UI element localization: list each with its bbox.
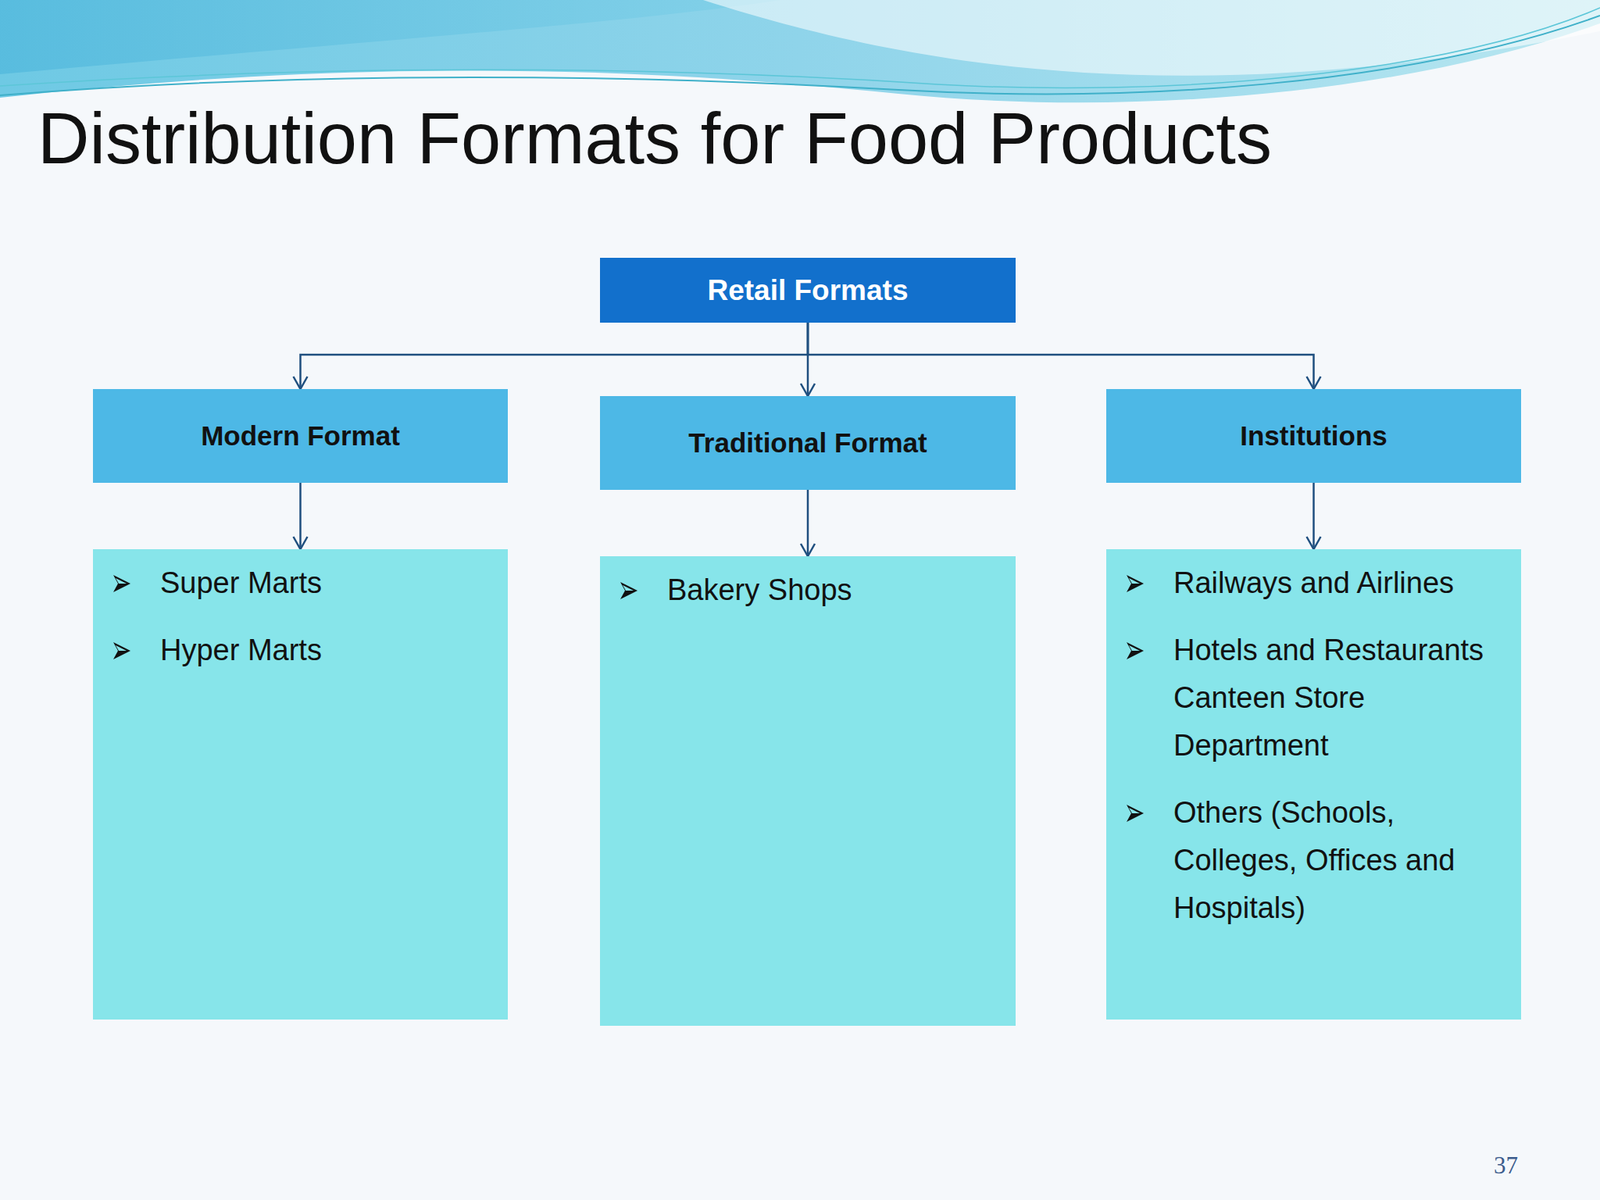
arrow-bullet xyxy=(112,574,132,593)
category-box: Institutions xyxy=(1106,389,1522,483)
list-item-text: Bakery Shops xyxy=(667,566,1007,615)
arrow-bullet xyxy=(1125,641,1145,661)
slide-title: Distribution Formats for Food Products xyxy=(37,95,1272,182)
category-label: Traditional Format xyxy=(688,427,927,459)
bullet-item: Railways and Airlines xyxy=(1106,559,1512,608)
wave-band xyxy=(0,0,1600,103)
page-number: 37 xyxy=(1493,1151,1518,1180)
list-box: Railways and AirlinesHotels and Restaura… xyxy=(1106,549,1522,1020)
connector-arrow xyxy=(1307,482,1322,550)
root-box: Retail Formats xyxy=(600,257,1016,323)
list-item-text: Super Marts xyxy=(160,559,499,608)
category-box: Traditional Format xyxy=(600,396,1016,490)
bullet-item: Others (Schools, Colleges, Offices and H… xyxy=(1106,789,1512,933)
root-label: Retail Formats xyxy=(707,274,908,308)
connector-arrow xyxy=(807,322,1322,390)
arrow-bullet xyxy=(112,641,132,661)
connector-arrow xyxy=(800,489,815,557)
category-label: Institutions xyxy=(1239,420,1388,452)
connector-arrow xyxy=(293,482,308,550)
list-item-text: Hyper Marts xyxy=(160,626,499,675)
list-box: Super MartsHyper Marts xyxy=(92,549,508,1020)
list-item-text: Hotels and Restaurants Canteen Store Dep… xyxy=(1173,626,1512,770)
arrow-bullet xyxy=(1125,803,1145,823)
wave-line xyxy=(0,7,1600,89)
wave-line xyxy=(0,15,1600,96)
bullet-item: Hotels and Restaurants Canteen Store Dep… xyxy=(1106,626,1512,770)
list-item-text: Railways and Airlines xyxy=(1173,559,1512,608)
category-box: Modern Format xyxy=(92,389,508,483)
list-box: Bakery Shops xyxy=(600,556,1016,1026)
connector-arrow xyxy=(293,322,809,390)
wave-band xyxy=(0,0,782,75)
category-label: Modern Format xyxy=(200,420,400,452)
bullet-item: Super Marts xyxy=(92,559,499,608)
bullet-item: Hyper Marts xyxy=(92,626,499,675)
wave-highlight xyxy=(703,0,1600,76)
list-item-text: Others (Schools, Colleges, Offices and H… xyxy=(1173,789,1512,933)
arrow-bullet xyxy=(619,581,639,600)
bullet-item: Bakery Shops xyxy=(600,566,1007,615)
arrow-bullet xyxy=(1125,574,1145,593)
